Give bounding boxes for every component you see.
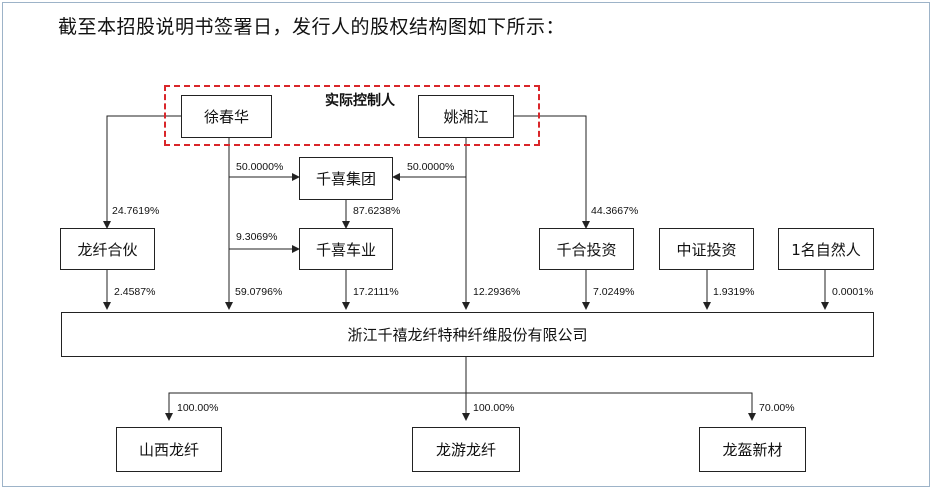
pct-yao-qianhe: 44.3667% <box>591 205 639 217</box>
node-zhongzheng-invest: 中证投资 <box>659 228 754 270</box>
actual-controller-group <box>164 85 540 146</box>
pct-xu-car: 9.3069% <box>236 231 278 243</box>
edge-issuer-longying <box>466 392 756 421</box>
edge-issuer-shanxi <box>165 392 466 421</box>
node-shanxi-longqian: 山西龙纤 <box>116 427 222 472</box>
pct-xu-group: 50.0000% <box>236 161 284 173</box>
node-qianxi-car: 千喜车业 <box>299 228 393 270</box>
node-qianhe-invest: 千合投资 <box>539 228 634 270</box>
pct-issuer-longyou: 100.00% <box>473 402 515 414</box>
pct-xu-issuer: 59.0796% <box>235 286 283 298</box>
node-longying-material: 龙盔新材 <box>699 427 806 472</box>
actual-controller-label: 实际控制人 <box>325 93 395 109</box>
pct-group-car: 87.6238% <box>353 205 401 217</box>
pct-xu-longqian: 24.7619% <box>112 205 160 217</box>
pct-longqian-issuer: 2.4587% <box>114 286 156 298</box>
node-xu-chunhua: 徐春华 <box>181 95 272 138</box>
node-longqian-partner: 龙纤合伙 <box>60 228 155 270</box>
pct-yao-issuer: 12.2936% <box>473 286 521 298</box>
node-longyou-longqian: 龙游龙纤 <box>412 427 520 472</box>
pct-zhongzheng-issuer: 1.9319% <box>713 286 755 298</box>
pct-issuer-longying: 70.00% <box>759 402 795 414</box>
edge-xu-longqian <box>103 115 181 229</box>
pct-yao-group: 50.0000% <box>407 161 455 173</box>
pct-qianhe-issuer: 7.0249% <box>593 286 635 298</box>
node-qianxi-group: 千喜集团 <box>299 157 393 200</box>
pct-issuer-shanxi: 100.00% <box>177 402 219 414</box>
pct-natural-issuer: 0.0001% <box>832 286 874 298</box>
intro-text: 截至本招股说明书签署日，发行人的股权结构图如下所示： <box>58 16 566 38</box>
node-issuer: 浙江千禧龙纤特种纤维股份有限公司 <box>61 312 874 357</box>
node-natural-person: 1名自然人 <box>778 228 874 270</box>
pct-car-issuer: 17.2111% <box>353 286 399 298</box>
node-yao-xiangjiang: 姚湘江 <box>418 95 514 138</box>
